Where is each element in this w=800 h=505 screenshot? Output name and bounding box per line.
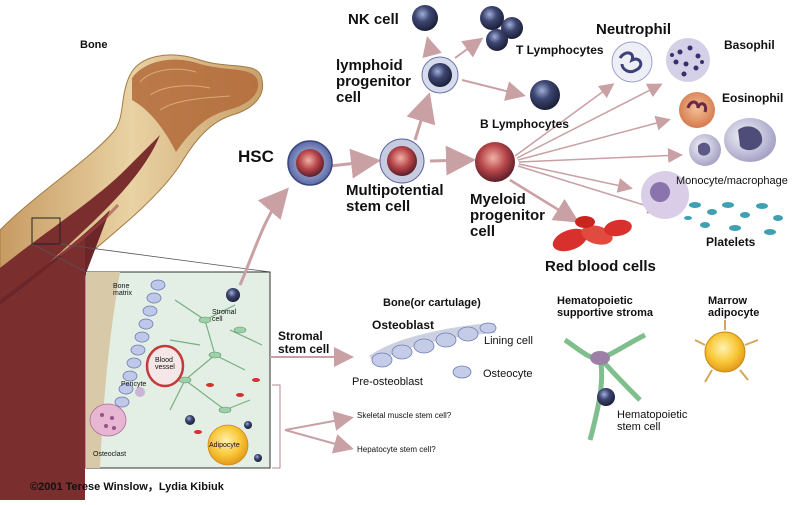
megakaryocyte-cell [641,171,689,219]
basophil-cell [666,38,710,82]
osteoblast-row [369,322,497,379]
lineage-arrows [238,36,683,454]
label-stromal-stem-cell: Stromal stem cell [278,329,330,356]
inset-label-blood-vessel: Blood vessel [155,357,175,372]
hematopoietic-supportive-stroma-cell [563,332,647,441]
label-b-lymphocytes: B Lymphocytes [480,117,569,131]
copyright-text: ©2001 Terese Winslow，Lydia Kibiuk [30,481,224,493]
hsc-cell [287,140,333,186]
marrow-adipocyte-cell [694,320,759,383]
label-t-lymphocytes: T Lymphocytes [516,43,604,57]
nk-cell [412,5,438,31]
label-lymphoid-progenitor: lymphoid progenitor cell [336,57,411,106]
red-blood-cells [552,216,632,252]
label-lining-cell: Lining cell [484,335,533,347]
label-platelets: Platelets [706,235,756,249]
label-neutrophil: Neutrophil [596,21,671,38]
myeloid-progenitor-cell [475,142,515,182]
label-eosinophil: Eosinophil [722,91,784,105]
label-osteoblast: Osteoblast [372,318,435,332]
marrow-inset [85,271,271,469]
label-myeloid-progenitor: Myeloid progenitor cell [470,191,545,240]
label-hepatocyte-stem-cell: Hepatocyte stem cell? [357,445,436,454]
inset-label-bone-matrix: Bone matrix [113,283,133,298]
label-bone-or-cartilage: Bone(or cartulage) [383,297,481,309]
label-multipotential-stem-cell: Multipotential stem cell [346,182,444,215]
eosinophil-cell [679,92,715,128]
platelets [684,202,783,235]
lymphoid-progenitor-cell [421,56,459,94]
label-pre-osteoblast: Pre-osteoblast [352,376,423,388]
label-osteocyte: Osteocyte [483,368,533,380]
label-hsc: HSC [238,147,274,166]
monocyte-macrophage-cells [689,118,776,166]
multipotential-stem-cell [379,138,425,184]
inset-label-stromal-cell: Stromal cell [212,309,237,324]
label-hematopoietic-supportive-stroma: Hematopoietic supportive stroma [557,295,653,319]
label-bone: Bone [80,39,108,51]
bone-illustration [0,54,271,500]
inset-label-osteoclast: Osteoclast [93,451,127,458]
inset-label-pericyte: Pericyte [121,381,147,388]
label-basophil: Basophil [724,38,775,52]
t-lymphocytes [480,6,523,51]
label-marrow-adipocyte: Marrow adipocyte [708,295,760,319]
inset-label-adipocyte: Adipocyte [209,442,240,449]
neutrophil-cell [611,41,653,83]
label-nk-cell: NK cell [348,11,399,28]
label-monocyte-macrophage: Monocyte/macrophage [676,175,788,187]
label-skeletal-muscle-stem-cell: Skeletal muscle stem cell? [357,411,452,420]
b-lymphocyte [530,80,560,110]
label-hematopoietic-stem-cell: Hematopoietic stem cell [617,409,688,433]
label-red-blood-cells: Red blood cells [545,258,656,275]
